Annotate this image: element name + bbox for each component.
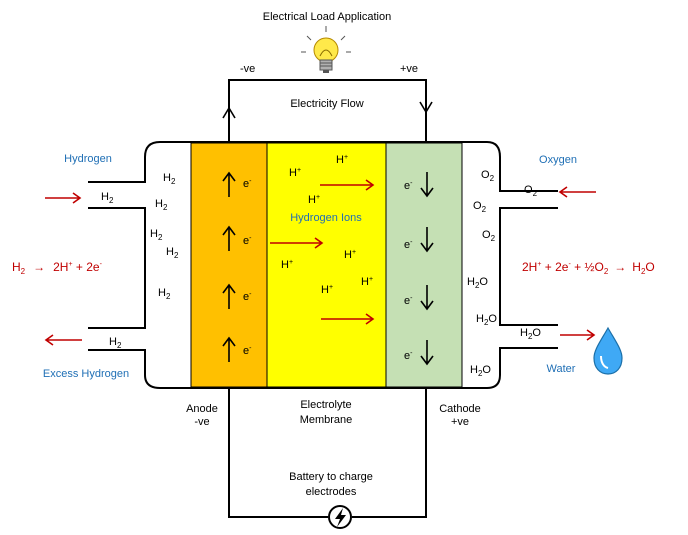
battery-label-2: electrodes (306, 486, 357, 498)
h-ion-6: H+ (361, 276, 373, 288)
anode-h2-2: H2 (155, 198, 168, 212)
electrolyte-label-2: Membrane (300, 414, 353, 426)
pos-terminal-label: +ve (400, 63, 418, 75)
cathode-electron-2: e- (404, 239, 413, 251)
cathode-o2-1: O2 (481, 169, 495, 183)
electrolyte-label-1: Electrolyte (300, 399, 351, 411)
h-ion-7: H+ (321, 284, 333, 296)
anode-electron-4: e- (243, 345, 252, 357)
cathode-electron-1: e- (404, 180, 413, 192)
oxygen-inlet-label: Oxygen (539, 154, 577, 166)
cathode-layer (385, 142, 463, 388)
outlet-h2o: H2O (520, 327, 541, 341)
hydrogen-ions-label: Hydrogen Ions (290, 212, 362, 224)
hydrogen-inlet-label: Hydrogen (64, 153, 112, 165)
h-ion-3: H+ (308, 194, 320, 206)
outlet-h2: H2 (109, 336, 122, 350)
cathode-equation: 2H+ + 2e- + ½O2→H2O (522, 260, 655, 276)
anode-equation: H2→2H+ + 2e- (12, 260, 103, 276)
h-ion-5: H+ (281, 259, 293, 271)
cathode-o2-2: O2 (473, 200, 487, 214)
cell-outline (88, 141, 558, 192)
water-outlet-arrow (560, 329, 596, 341)
hydrogen-inlet-arrow (45, 192, 82, 204)
anode-side-wall (88, 207, 146, 329)
anode-h2-1: H2 (163, 172, 176, 186)
cathode-side-wall (499, 207, 558, 326)
h-ion-2: H+ (336, 154, 348, 166)
anode-sign-label: -ve (194, 416, 209, 428)
h-ion-4: H+ (344, 249, 356, 261)
bottom-circuit-wire (228, 388, 427, 518)
neg-terminal-label: -ve (240, 63, 255, 75)
electrolyte-layer (266, 142, 387, 388)
cell-bottom-wall (88, 347, 558, 389)
battery-label-1: Battery to charge (289, 471, 373, 483)
cathode-h2o-1: H2O (467, 276, 488, 290)
inlet-h2: H2 (101, 191, 114, 205)
water-drop-icon (593, 326, 623, 375)
excess-hydrogen-label: Excess Hydrogen (43, 368, 129, 380)
cathode-sign-label: +ve (451, 416, 469, 428)
anode-electron-2: e- (243, 235, 252, 247)
top-circuit-wire (222, 79, 433, 142)
oxygen-inlet-arrow (558, 186, 596, 198)
title-label: Electrical Load Application (263, 11, 391, 23)
cathode-label: Cathode (439, 403, 481, 415)
cathode-electron-3: e- (404, 295, 413, 307)
cathode-h2o-3: H2O (470, 364, 491, 378)
battery-lightning-icon (328, 505, 352, 529)
anode-electron-3: e- (243, 291, 252, 303)
water-outlet-label: Water (547, 363, 576, 375)
ion-flow-arrows (270, 179, 375, 325)
inlet-o2: O2 (524, 184, 538, 198)
anode-electron-1: e- (243, 178, 252, 190)
cathode-h2o-2: H2O (476, 313, 497, 327)
lightbulb-icon (301, 26, 351, 73)
anode-electrons (222, 171, 236, 362)
cathode-electrons (420, 172, 434, 366)
cathode-o2-3: O2 (482, 229, 496, 243)
excess-hydrogen-arrow (44, 334, 82, 346)
h-ion-1: H+ (289, 167, 301, 179)
anode-h2-5: H2 (158, 287, 171, 301)
anode-h2-4: H2 (166, 246, 179, 260)
cathode-electron-4: e- (404, 350, 413, 362)
electricity-flow-label: Electricity Flow (290, 98, 363, 110)
anode-label: Anode (186, 403, 218, 415)
anode-h2-3: H2 (150, 228, 163, 242)
